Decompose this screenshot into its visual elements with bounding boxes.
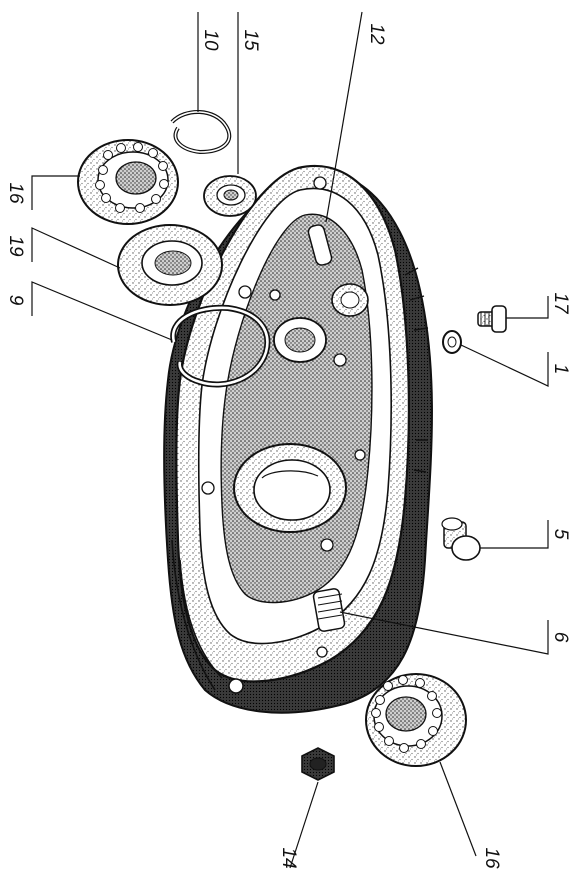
- callout-label-6: 6: [550, 632, 571, 643]
- bolt-holes: [201, 176, 366, 694]
- ball-bearing-bottom: [365, 673, 467, 767]
- callout-label-19: 19: [5, 235, 26, 257]
- callout-label-1: 1: [550, 364, 571, 375]
- callout-label-16-bottom: 16: [481, 847, 502, 869]
- callout-label-14: 14: [278, 847, 299, 868]
- callout-labels: 10 15 12 16 19 9 17 1 5 6 14 16: [5, 23, 571, 869]
- small-nut: [301, 747, 335, 781]
- callout-label-17: 17: [550, 292, 571, 315]
- main-bearing-bore-inner: [253, 459, 331, 521]
- crankcase-housing: [163, 164, 433, 714]
- spring-stud-part: [312, 588, 346, 632]
- upper-bore-inner: [284, 327, 316, 353]
- callout-label-16-top: 16: [5, 182, 26, 204]
- plug-part: [441, 517, 481, 561]
- screw-part: [477, 305, 507, 333]
- leader-lines: [31, 11, 549, 869]
- ball-bearing-top: [77, 139, 179, 225]
- oil-seal: [117, 224, 223, 306]
- small-washer: [442, 330, 462, 354]
- callout-label-5: 5: [550, 529, 571, 540]
- shaft-pin: [307, 224, 333, 266]
- callout-label-10: 10: [200, 29, 221, 51]
- small-bearing: [203, 175, 257, 217]
- callout-label-15: 15: [240, 29, 261, 51]
- callout-label-12: 12: [366, 23, 387, 45]
- callout-label-9: 9: [5, 295, 26, 306]
